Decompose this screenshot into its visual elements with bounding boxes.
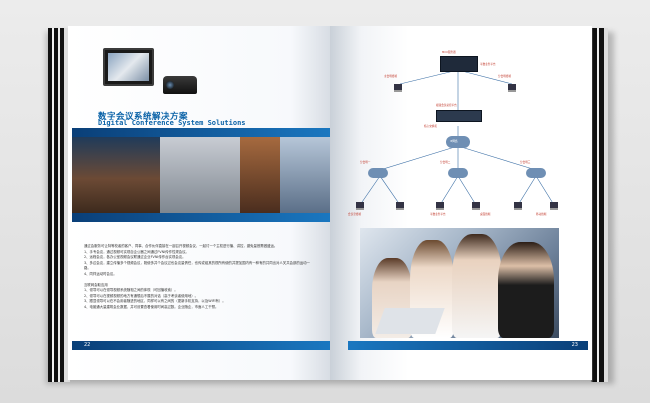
list-item: 1、领导可以在领导视频系统随相之间的体现（可回播收索）。	[84, 288, 178, 293]
endpoint-icon	[356, 202, 364, 210]
branch-cloud-1	[368, 168, 388, 178]
right-page-edges	[590, 28, 608, 382]
blue-band-bottom	[72, 213, 330, 222]
control-platform-label: 视频会议总控平台	[436, 104, 457, 107]
branch-label-1: 分会场一	[360, 161, 371, 164]
branch-label-2: 分会场二	[440, 161, 451, 164]
branch-cloud-2	[448, 168, 468, 178]
intro-item: 2、远程会议，各办公室视频会议联通过企业FVNI传作台实现会议。	[84, 255, 186, 260]
bottom-label: 会议室终端	[348, 213, 361, 216]
bottom-label: 桌面终端	[480, 213, 491, 216]
mcu-server-label: MCU服务器	[442, 51, 456, 54]
person-figure	[452, 234, 502, 338]
network-diagram: MCU服务器 平数业务平台 主会场终端 分会场终端 视频会议总控平台 核心交换机…	[340, 40, 588, 220]
blue-band-top	[72, 128, 330, 137]
meeting-table-photo	[240, 137, 280, 213]
page-number-right: 23	[571, 342, 578, 348]
branch-cloud-3	[526, 168, 546, 178]
left-page-edges	[48, 28, 70, 382]
bottom-label: 平数业务平台	[430, 213, 446, 216]
video-call-photo	[160, 137, 240, 213]
list-item: 4、电脑通大量建筑会业数据，并可设置查看使用时间高过数。企业随企，市面人工干预。	[84, 304, 219, 309]
branch-terminal-label: 分会场终端	[498, 75, 511, 78]
branch-label-3: 分会场三	[520, 161, 531, 164]
page-number-left: 22	[84, 342, 91, 348]
ip-network-cloud	[446, 136, 470, 148]
section-title-english: Digital Conference System Solutions	[98, 119, 246, 127]
section-title-chinese: 数字会议系统解决方案	[98, 112, 189, 122]
endpoint-icon	[436, 202, 444, 210]
conference-photo-strip	[72, 137, 330, 213]
team-photo	[360, 228, 559, 338]
projector-lens	[166, 81, 174, 89]
body-text: 通过会服务可让特等校者的客户、同事、合作伙伴直接在一起召开视频会议，一起讨一个主…	[84, 244, 316, 311]
intro-paragraph: 通过会服务可让特等校者的客户、同事、合作伙伴直接在一起召开视频会议，一起讨一个主…	[84, 244, 278, 248]
endpoint-icon	[396, 202, 404, 210]
list-item: 2、领导可以在视频视频的地方有通想后不展的对话（高于考谈者使用地）。	[84, 293, 199, 298]
right-footer-band: 23	[348, 341, 588, 350]
intro-item: 3、多边会议，建立传播多个视频会议，既使多并个会议过也会议量情任，也传或组其的视…	[84, 260, 310, 271]
section-heading: 互联网会取应用	[84, 282, 108, 287]
diagram-lines	[359, 69, 555, 206]
flat-screen-monitor-image	[103, 48, 154, 86]
person-figure	[498, 242, 554, 338]
left-footer-band: 22	[72, 341, 330, 350]
monitor-screen	[108, 53, 149, 81]
endpoint-icon	[550, 202, 558, 210]
conference-room-photo	[72, 137, 160, 213]
main-terminal-label: 主会场终端	[384, 75, 397, 78]
endpoint-icon	[472, 202, 480, 210]
ip-network-label: IP网络	[450, 140, 458, 143]
list-item: 3、跟显领导可以在不会用者随进的地区，同样可以有之间的（更新手机支持，以及WIF…	[84, 299, 226, 304]
bottom-label: 移动终端	[536, 213, 547, 216]
top-platform-label: 平数业务平台	[480, 63, 496, 66]
core-switch-label: 核心交换机	[424, 125, 437, 128]
businessman-photo	[280, 137, 330, 213]
main-terminal-icon	[394, 84, 402, 92]
control-platform	[436, 110, 482, 122]
laptop	[375, 308, 445, 334]
intro-item: 4、同样运动时会议。	[84, 271, 117, 276]
intro-item: 1、手专会议，通过视频可实现自企公器之间通过FVNI传作性规会议。	[84, 249, 189, 254]
endpoint-icon	[514, 202, 522, 210]
projector-image	[163, 76, 197, 94]
mcu-server	[440, 56, 478, 72]
branch-terminal-icon	[508, 84, 516, 92]
